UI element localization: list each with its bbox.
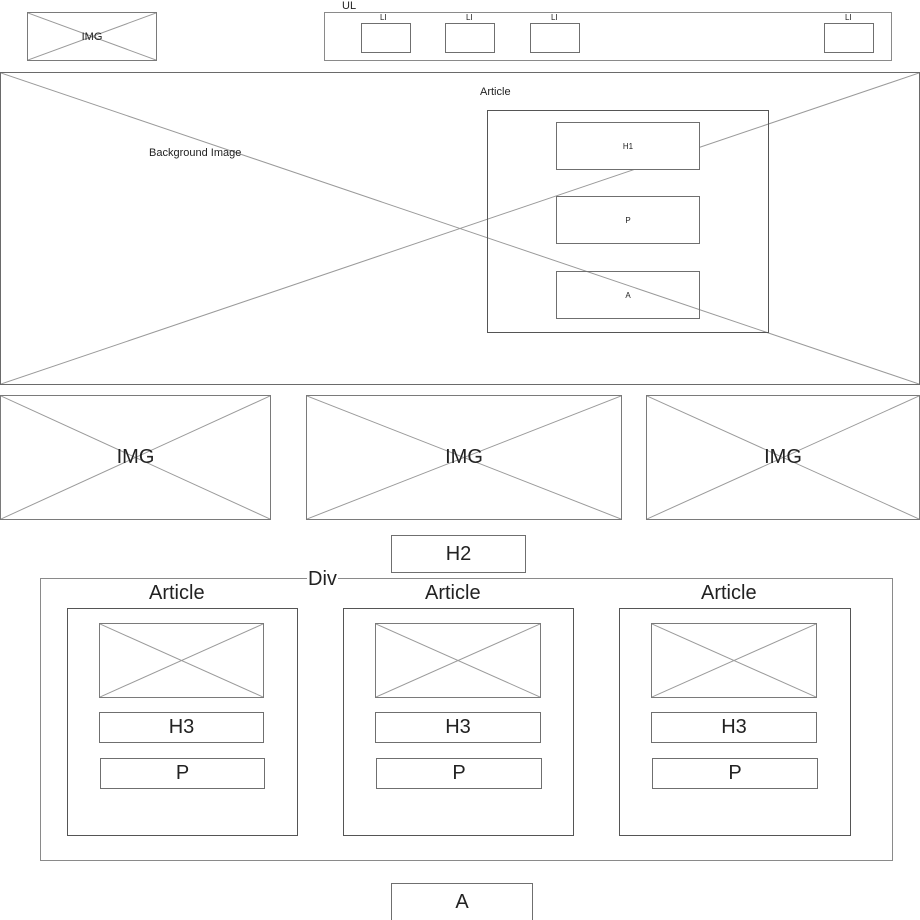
nav-item-4[interactable]	[824, 23, 874, 53]
hero-article-label: Article	[480, 86, 511, 98]
placeholder-cross-icon	[652, 624, 816, 697]
nav-item-label-4: LI	[845, 13, 852, 22]
nav-item-label-3: LI	[551, 13, 558, 22]
card-article-1	[67, 608, 298, 836]
hero-article	[487, 110, 769, 333]
nav-item-2[interactable]	[445, 23, 495, 53]
card-image-1	[99, 623, 264, 698]
card-paragraph-1: P	[100, 758, 265, 789]
card-image-3	[651, 623, 817, 698]
nav-list-label: UL	[342, 0, 357, 12]
gallery-image-label-2: IMG	[445, 446, 483, 468]
card-article-label-3: Article	[701, 582, 757, 604]
card-paragraph-2: P	[376, 758, 542, 789]
hero-heading: H1	[556, 122, 700, 170]
gallery-image-3: IMG	[646, 395, 920, 520]
placeholder-cross-icon	[376, 624, 540, 697]
card-heading-2: H3	[375, 712, 541, 743]
header-logo-placeholder: IMG	[27, 12, 157, 61]
card-paragraph-3: P	[652, 758, 818, 789]
hero-background-placeholder	[0, 72, 920, 385]
nav-item-label-2: LI	[466, 13, 473, 22]
hero-paragraph: P	[556, 196, 700, 244]
hero-background-label: Background Image	[149, 147, 242, 159]
placeholder-cross-icon	[100, 624, 263, 697]
placeholder-cross-icon	[1, 73, 919, 384]
card-article-2	[343, 608, 574, 836]
nav-item-1[interactable]	[361, 23, 411, 53]
gallery-image-label-1: IMG	[116, 446, 155, 468]
card-image-2	[375, 623, 541, 698]
placeholder-cross-icon	[28, 13, 156, 60]
placeholder-cross-icon	[647, 396, 919, 519]
card-heading-3: H3	[651, 712, 817, 743]
header-logo-label: IMG	[81, 30, 103, 43]
section-heading: H2	[391, 535, 526, 573]
card-article-label-2: Article	[425, 582, 481, 604]
footer-link[interactable]: A	[391, 883, 533, 920]
gallery-image-1: IMG	[0, 395, 271, 520]
card-article-label-1: Article	[149, 582, 205, 604]
card-heading-1: H3	[99, 712, 264, 743]
gallery-image-2: IMG	[306, 395, 622, 520]
nav-list	[324, 12, 892, 61]
placeholder-cross-icon	[1, 396, 270, 519]
nav-item-3[interactable]	[530, 23, 580, 53]
section-div	[40, 578, 893, 861]
placeholder-cross-icon	[307, 396, 621, 519]
hero-link[interactable]: A	[556, 271, 700, 319]
nav-item-label-1: LI	[380, 13, 387, 22]
gallery-image-label-3: IMG	[764, 446, 802, 468]
card-article-3	[619, 608, 851, 836]
section-div-label: Div	[307, 568, 338, 590]
